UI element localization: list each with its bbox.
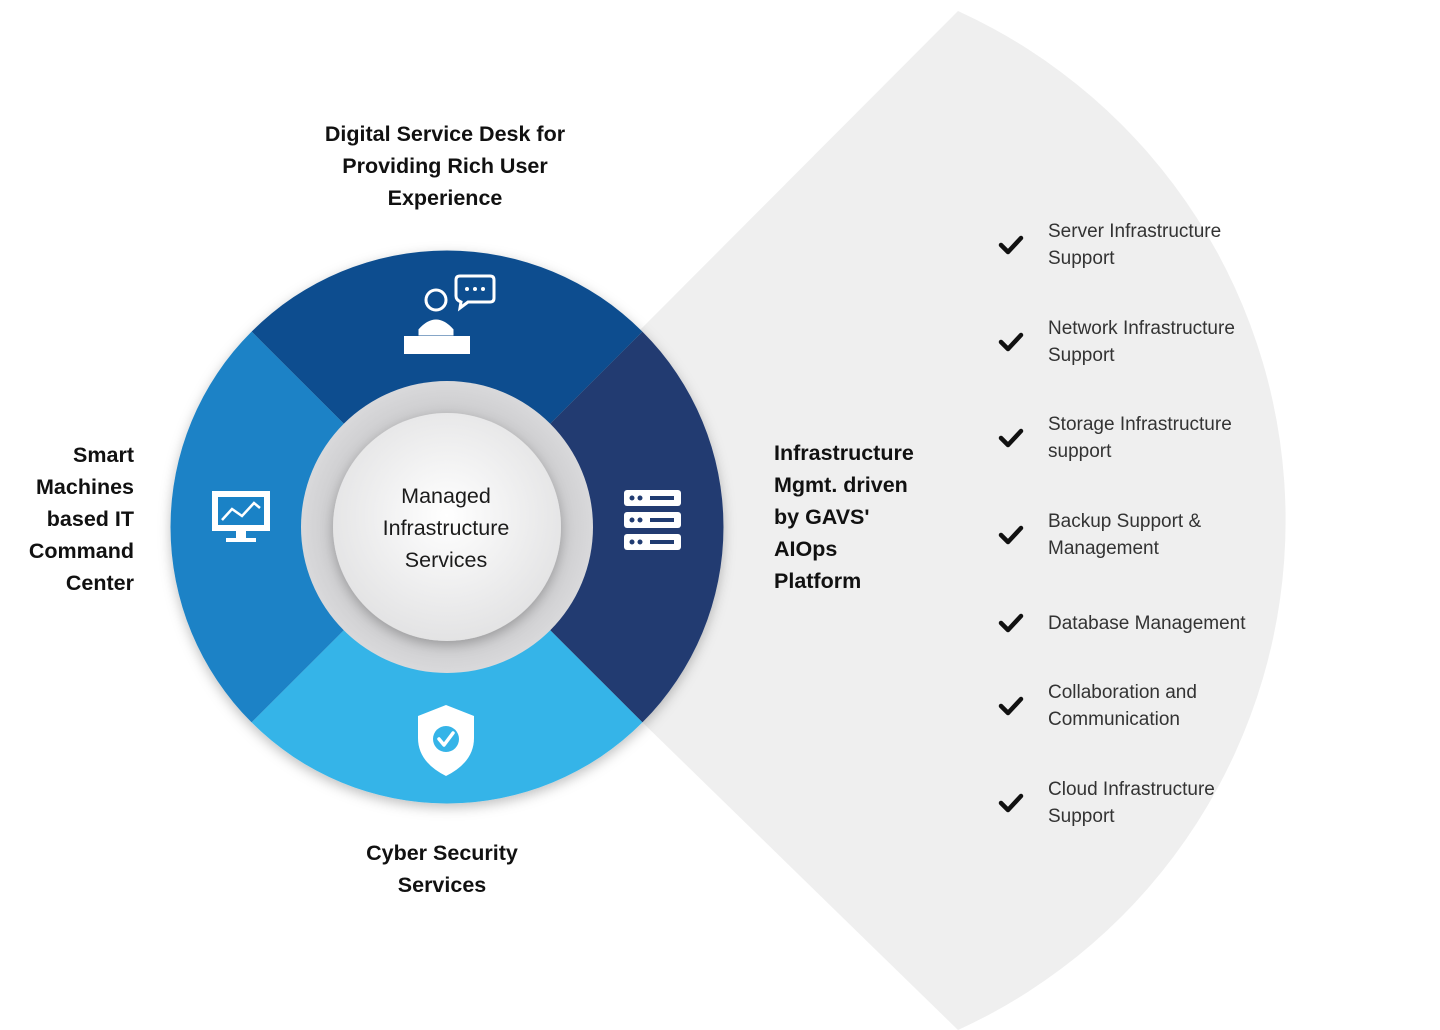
checklist-item-label: Network Infrastructure Support bbox=[1048, 318, 1235, 366]
checklist-item: Server Infrastructure Support bbox=[996, 218, 1336, 272]
segment-bottom-label: Cyber Security Services bbox=[366, 841, 518, 897]
segment-top-label: Digital Service Desk for Providing Rich … bbox=[324, 122, 566, 210]
checkmark-icon bbox=[998, 428, 1024, 448]
segment-right-label: Infrastructure Mgmt. driven by GAVS' AIO… bbox=[774, 441, 914, 593]
hub-circle bbox=[333, 413, 561, 641]
checklist-item: Cloud Infrastructure Support bbox=[996, 776, 1336, 830]
checklist-item-label: Server Infrastructure Support bbox=[1048, 221, 1222, 269]
checklist-item: Backup Support & Management bbox=[996, 508, 1336, 562]
hub-label: Managed Infrastructure Services bbox=[382, 484, 510, 572]
checklist-item-label: Database Management bbox=[1048, 612, 1246, 634]
checklist-item-label: Storage Infrastructure support bbox=[1048, 414, 1232, 462]
checklist-item: Database Management bbox=[996, 608, 1336, 638]
checkmark-icon bbox=[998, 696, 1024, 716]
server-rack-icon bbox=[624, 490, 681, 550]
segment-left-label: Smart Machines based IT Command Center bbox=[28, 443, 134, 595]
checkmark-icon bbox=[998, 793, 1024, 813]
checkmark-icon bbox=[998, 613, 1024, 633]
checkmark-icon bbox=[998, 235, 1024, 255]
checkmark-icon bbox=[998, 525, 1024, 545]
monitor-analytics-icon bbox=[212, 491, 270, 542]
checklist-item-label: Collaboration and Communication bbox=[1048, 682, 1197, 730]
checklist-item: Network Infrastructure Support bbox=[996, 315, 1336, 369]
checklist-item-label: Backup Support & Management bbox=[1048, 511, 1202, 559]
shield-check-icon bbox=[418, 705, 474, 776]
checklist-item: Collaboration and Communication bbox=[996, 679, 1336, 733]
checkmark-icon bbox=[998, 332, 1024, 352]
service-desk-agent-icon bbox=[404, 274, 496, 354]
checklist-item: Storage Infrastructure support bbox=[996, 411, 1336, 465]
checklist-item-label: Cloud Infrastructure Support bbox=[1048, 779, 1215, 827]
